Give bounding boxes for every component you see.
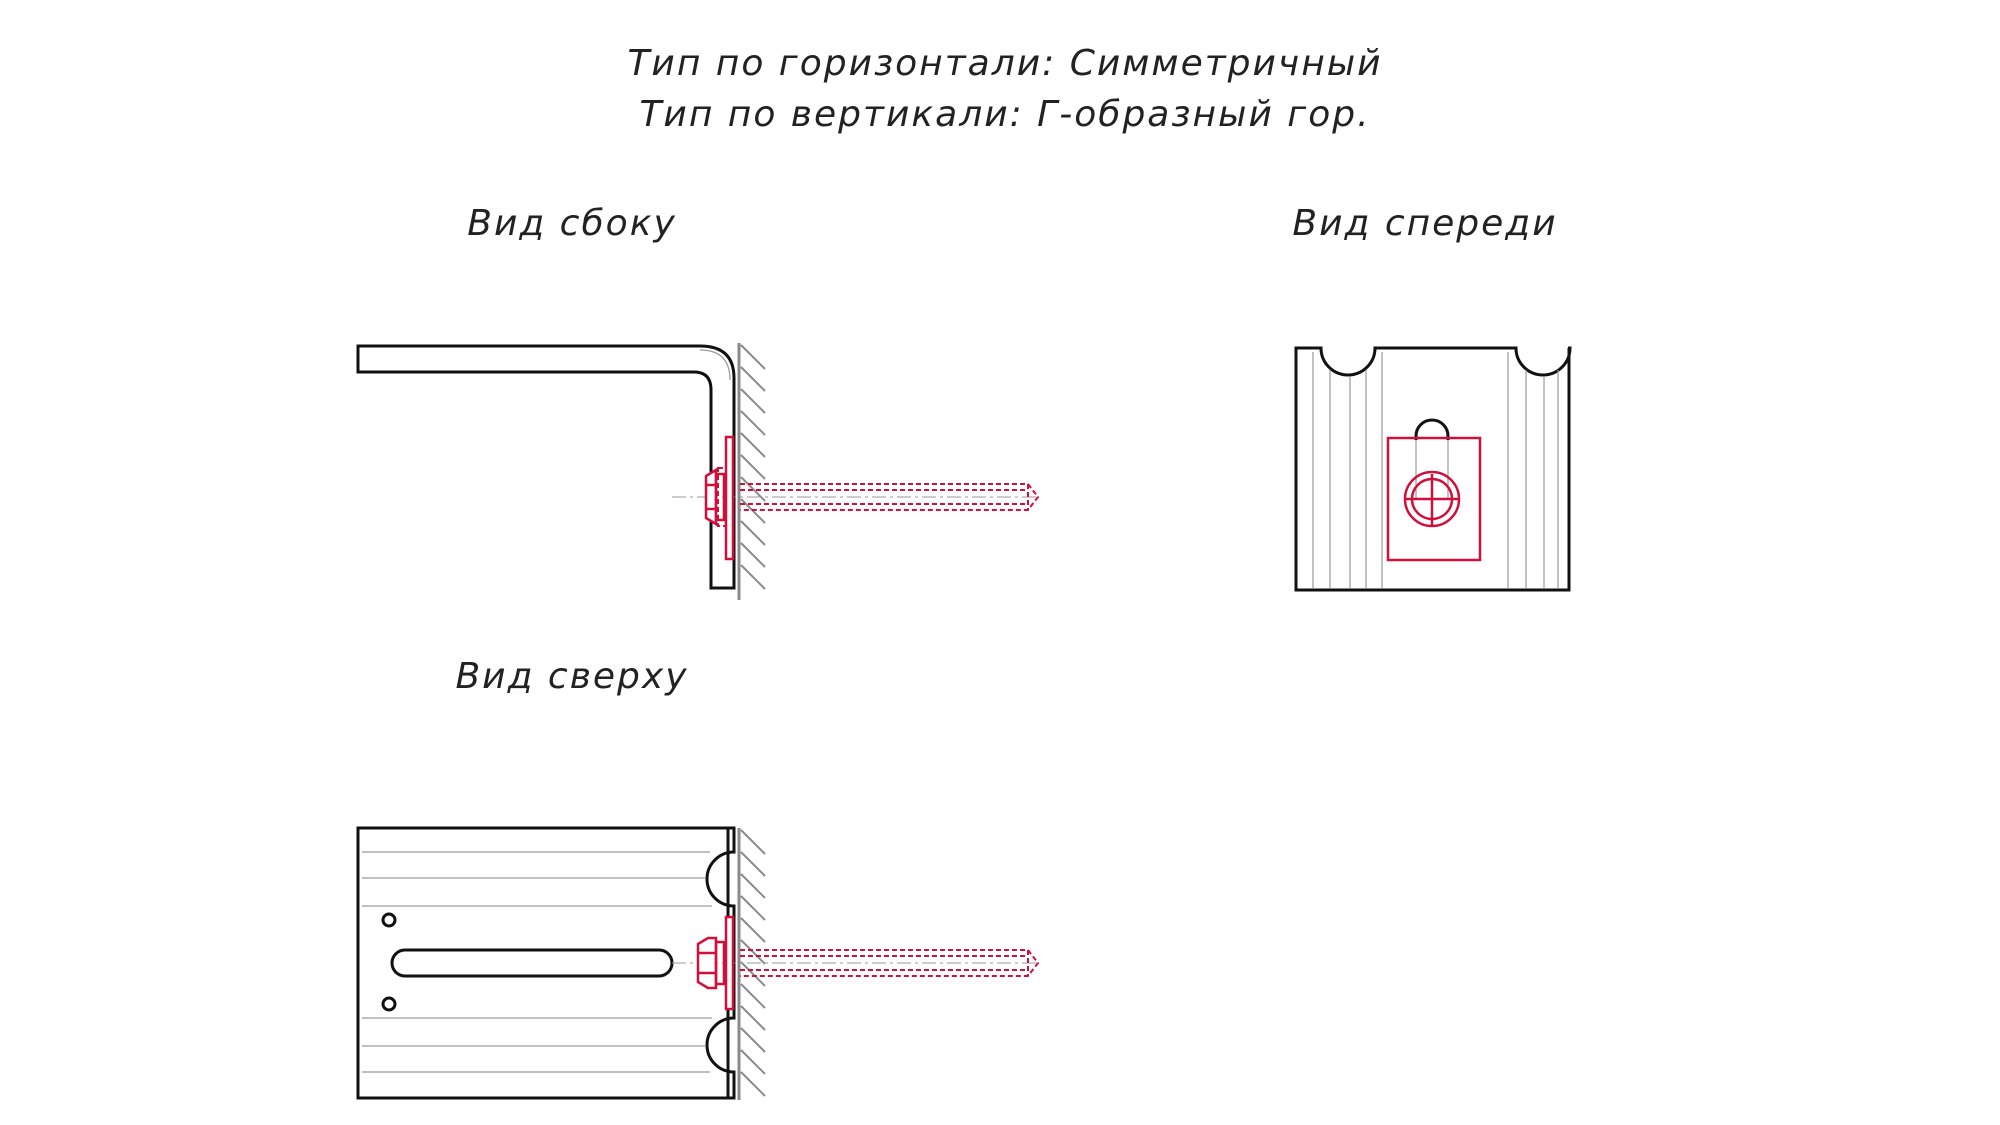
wall-hatch-line	[740, 939, 766, 965]
wall-hatch-line	[740, 520, 766, 546]
top-view	[356, 826, 1040, 1100]
front-washer-plate	[1386, 436, 1482, 562]
wall-hatch-line	[740, 366, 766, 392]
top-hole-lower	[381, 996, 397, 1012]
front-bracket-outline	[1294, 346, 1572, 592]
wall-hatch-line	[740, 961, 766, 987]
top-anchor-bolt	[740, 949, 1040, 977]
wall-hatch-line	[740, 410, 766, 436]
front-view-title: Вид спереди	[1292, 203, 1557, 244]
side-wall-hatching	[740, 344, 766, 590]
front-view	[1294, 346, 1572, 592]
wall-hatch-line	[740, 851, 766, 877]
side-view-title: Вид сбоку	[467, 203, 677, 244]
top-nut	[696, 936, 718, 990]
top-ribs	[362, 851, 712, 1073]
side-washer-hidden	[717, 467, 727, 527]
wall-hatch-line	[740, 542, 766, 568]
wall-hatch-line	[740, 344, 766, 370]
wall-hatch-line	[740, 917, 766, 943]
wall-hatch-line	[740, 432, 766, 458]
wall-hatch-line	[740, 895, 766, 921]
side-view	[356, 343, 1040, 600]
wall-hatch-line	[740, 388, 766, 414]
top-bracket-outline	[356, 826, 736, 1100]
wall-hatch-line	[740, 1049, 766, 1075]
side-nut	[704, 467, 718, 527]
top-nut-collar	[714, 940, 726, 986]
wall-hatch-line	[740, 873, 766, 899]
top-wall-hatching	[740, 829, 766, 1097]
front-ribs	[1312, 352, 1559, 588]
wall-hatch-line	[740, 1071, 766, 1097]
vertical-type-label: Тип по вертикали: Г-образный гор.	[639, 94, 1370, 135]
front-slot	[1414, 418, 1450, 440]
side-washer	[724, 435, 735, 561]
wall-hatch-line	[740, 454, 766, 480]
side-nut-collar	[714, 472, 726, 522]
side-anchor-bolt	[740, 483, 1040, 511]
wall-hatch-line	[740, 829, 766, 855]
wall-hatch-line	[740, 1027, 766, 1053]
top-washer	[724, 915, 735, 1011]
top-hole-upper	[381, 912, 397, 928]
wall-hatch-line	[740, 1005, 766, 1031]
wall-hatch-line	[740, 564, 766, 590]
side-bracket-profile	[356, 344, 736, 590]
horizontal-type-label: Тип по горизонтали: Симметричный	[627, 43, 1382, 84]
wall-hatch-line	[740, 983, 766, 1009]
side-bracket-bend-inner	[699, 349, 731, 381]
top-view-title: Вид сверху	[455, 656, 688, 697]
